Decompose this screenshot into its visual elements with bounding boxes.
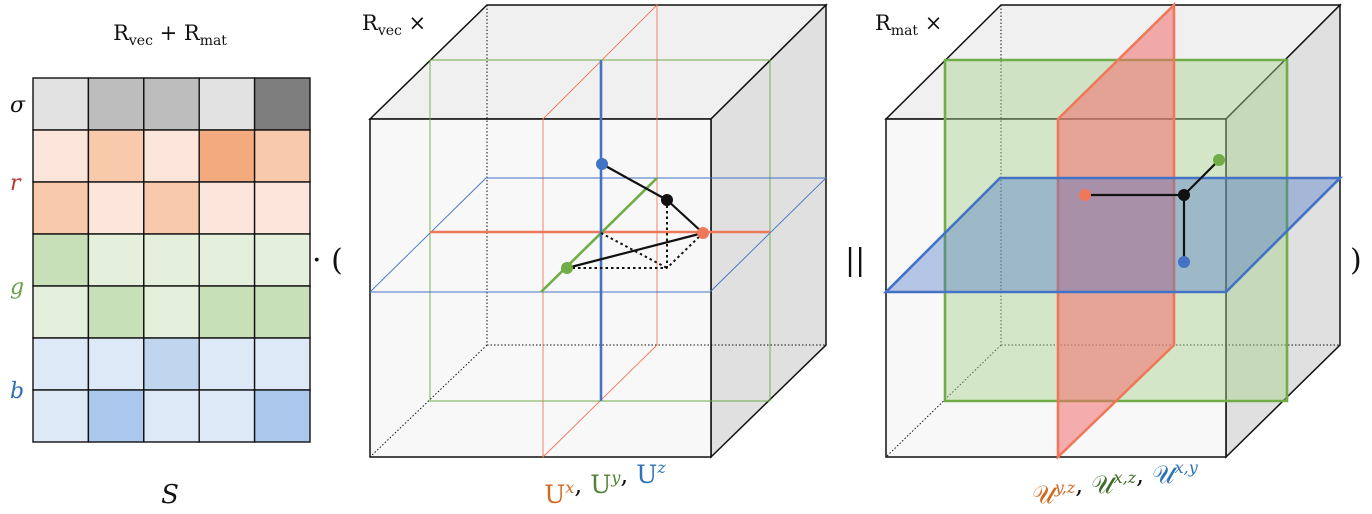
grid-cell bbox=[32, 181, 90, 235]
vector-cube-panel: Rvec × bbox=[362, 3, 828, 509]
vec-thin-blue-plane bbox=[368, 177, 828, 293]
vec-title: Rvec × bbox=[362, 11, 426, 39]
grid-cell bbox=[143, 337, 200, 391]
vec-title-r: R bbox=[362, 11, 379, 35]
vec-title-sub: vec bbox=[377, 23, 402, 39]
grid-cell bbox=[143, 285, 200, 339]
caption-factor-superscript: z bbox=[656, 458, 666, 477]
grid-cell bbox=[32, 389, 90, 443]
vec-z-point bbox=[596, 158, 608, 170]
grid-cell bbox=[87, 77, 145, 131]
grid-cells bbox=[32, 77, 311, 443]
caption-separator: , bbox=[1136, 460, 1152, 489]
row-label: b bbox=[10, 379, 24, 404]
grid-title-sub1: vec bbox=[128, 33, 153, 49]
grid-cell bbox=[143, 181, 200, 235]
row-label: g bbox=[10, 275, 24, 300]
grid-cell bbox=[143, 389, 200, 443]
grid-cell bbox=[87, 129, 145, 183]
grid-cell bbox=[253, 233, 311, 287]
operator-concat: || bbox=[845, 243, 865, 278]
grid-cell bbox=[198, 129, 256, 183]
feature-grid-panel: Rvec + Rmat σ r g b S bbox=[10, 21, 311, 510]
caption-factor: U bbox=[544, 480, 565, 509]
grid-cell bbox=[198, 285, 256, 339]
operator-close-paren: ) bbox=[1350, 243, 1362, 278]
grid-cell bbox=[87, 285, 145, 339]
mat-xz-point bbox=[1213, 154, 1225, 166]
mat-title: Rmat × bbox=[875, 11, 942, 39]
caption-factor: 𝒰 bbox=[1091, 470, 1117, 499]
vec-y-point bbox=[561, 262, 573, 274]
grid-cell bbox=[198, 389, 256, 443]
mat-caption: 𝒰y,z, 𝒰x,z, 𝒰x,y bbox=[1032, 458, 1198, 509]
grid-title-plus: + bbox=[153, 21, 184, 45]
mat-title-times: × bbox=[918, 11, 942, 35]
grid-cell bbox=[253, 77, 311, 131]
row-labels: σ r g b bbox=[10, 93, 26, 404]
vec-dotted-projections bbox=[567, 200, 704, 269]
caption-factor-superscript: y bbox=[610, 468, 621, 487]
mat-solid-connections bbox=[1085, 159, 1220, 262]
caption-separator: , bbox=[1075, 470, 1091, 499]
row-label: σ bbox=[10, 93, 26, 118]
vec-y-axis-line bbox=[540, 177, 658, 293]
grid-cell bbox=[143, 233, 200, 287]
grid-cell bbox=[143, 129, 200, 183]
grid-cell bbox=[143, 77, 200, 131]
mat-xy-point bbox=[1178, 256, 1190, 268]
grid-cell bbox=[198, 233, 256, 287]
caption-factor-superscript: y,z bbox=[1054, 478, 1076, 497]
row-label: r bbox=[10, 171, 22, 196]
grid-cell bbox=[253, 181, 311, 235]
caption-separator: , bbox=[620, 460, 636, 489]
grid-cell bbox=[253, 129, 311, 183]
grid-cell bbox=[87, 389, 145, 443]
operator-dot-open-paren: · ( bbox=[312, 243, 343, 278]
grid-cell bbox=[198, 77, 256, 131]
caption-factor: U bbox=[636, 460, 657, 489]
caption-factor-superscript: x,z bbox=[1114, 468, 1137, 487]
grid-caption: S bbox=[161, 480, 179, 510]
mat-sample-point bbox=[1178, 189, 1190, 201]
grid-cell bbox=[87, 233, 145, 287]
caption-factor: U bbox=[590, 470, 611, 499]
vec-caption: Ux, Uy, Uz bbox=[544, 458, 666, 509]
matrix-cube-panel: Rmat × 𝒰y,z, 𝒰x,z, 𝒰x,y bbox=[875, 1, 1344, 509]
grid-cell bbox=[32, 285, 90, 339]
grid-title: Rvec + Rmat bbox=[113, 21, 227, 49]
vec-solid-connections bbox=[566, 163, 704, 270]
grid-cell bbox=[87, 337, 145, 391]
caption-factor: 𝒰 bbox=[1152, 460, 1178, 489]
mat-yz-point bbox=[1079, 189, 1091, 201]
grid-cell bbox=[253, 285, 311, 339]
grid-cell bbox=[32, 337, 90, 391]
grid-title-r1: R bbox=[113, 21, 130, 45]
caption-factor-superscript: x,y bbox=[1175, 458, 1199, 477]
grid-cell bbox=[32, 233, 90, 287]
caption-separator: , bbox=[574, 470, 590, 499]
caption-factor-superscript: x bbox=[565, 478, 574, 497]
grid-cell bbox=[32, 129, 90, 183]
grid-cell bbox=[87, 181, 145, 235]
cube-front-face bbox=[369, 118, 712, 458]
grid-cell bbox=[198, 337, 256, 391]
mat-title-sub: mat bbox=[891, 23, 919, 39]
vec-x-point bbox=[697, 227, 709, 239]
mat-yz-plane-red bbox=[1056, 1, 1176, 461]
vec-title-times: × bbox=[402, 11, 426, 35]
grid-cell bbox=[198, 181, 256, 235]
vec-sample-point bbox=[661, 194, 673, 206]
vec-thin-red-plane bbox=[542, 3, 658, 459]
grid-cell bbox=[253, 389, 311, 443]
mat-title-r: R bbox=[875, 11, 892, 35]
mat-xy-plane-blue bbox=[882, 176, 1344, 294]
grid-title-r2: R bbox=[184, 21, 201, 45]
grid-title-sub2: mat bbox=[200, 33, 228, 49]
caption-factor: 𝒰 bbox=[1032, 480, 1058, 509]
grid-cell bbox=[32, 77, 90, 131]
grid-cell bbox=[253, 337, 311, 391]
